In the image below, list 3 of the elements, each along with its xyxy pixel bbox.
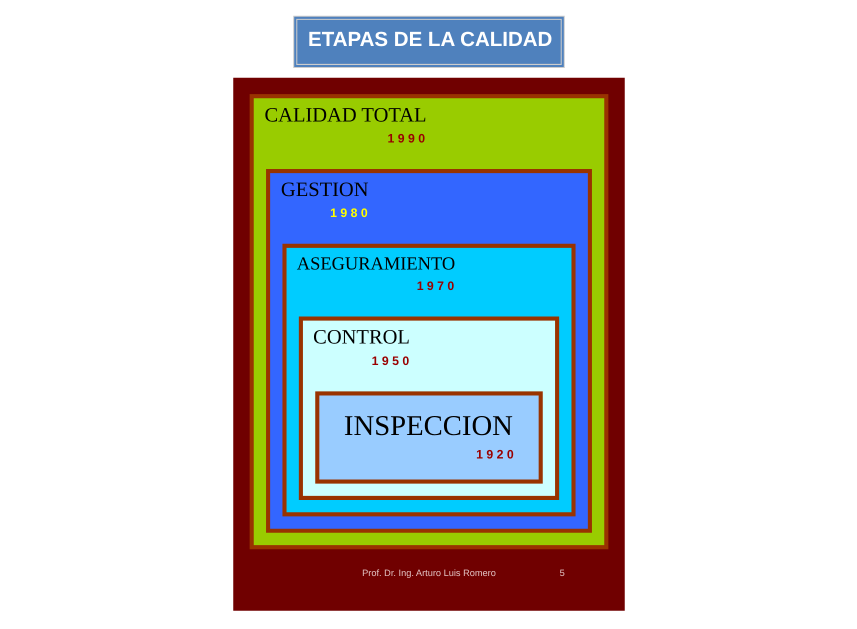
diagram-title: ETAPAS DE LA CALIDAD [308, 28, 552, 51]
label: Prof. Dr. Ing. Arturo Luis Romero [362, 568, 496, 578]
label: 5 [559, 568, 564, 578]
